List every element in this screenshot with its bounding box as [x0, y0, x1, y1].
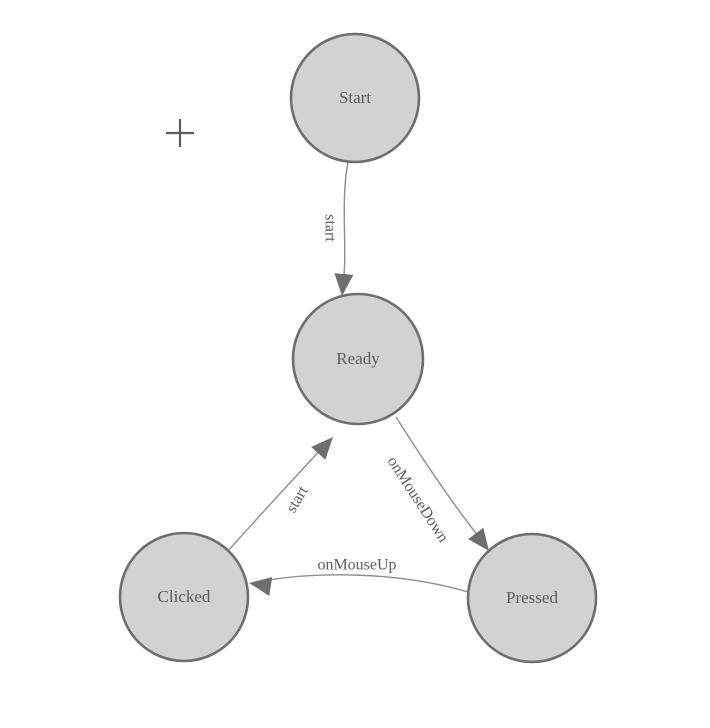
state-node-pressed[interactable]: Pressed: [466, 532, 598, 664]
edge-line: [342, 161, 349, 285]
node-label: Start: [339, 88, 371, 107]
node-label: Pressed: [506, 588, 558, 607]
arrowhead-icon: [249, 577, 273, 596]
edge-clicked-to-ready[interactable]: start: [226, 431, 340, 553]
arrowhead-icon: [334, 273, 354, 296]
arrowhead-icon: [311, 437, 333, 460]
edge-label: start: [283, 483, 312, 516]
edge-line: [226, 444, 326, 553]
edge-ready-to-pressed[interactable]: onMouseDown: [384, 416, 497, 557]
state-node-start[interactable]: Start: [289, 32, 421, 164]
edge-pressed-to-clicked[interactable]: onMouseUp: [248, 557, 469, 596]
arrowhead-icon: [468, 527, 489, 551]
node-circle[interactable]: [466, 532, 598, 664]
overlay-layer: [166, 119, 194, 147]
state-node-clicked[interactable]: Clicked: [118, 531, 250, 663]
node-label: Ready: [336, 349, 380, 368]
node-label: Clicked: [158, 587, 211, 606]
edge-label: start: [321, 214, 338, 242]
crosshair-marker: [166, 119, 194, 147]
edge-line: [261, 574, 469, 593]
edge-start-to-ready[interactable]: start: [321, 161, 354, 297]
edge-label: onMouseUp: [317, 557, 396, 574]
node-circle[interactable]: [291, 292, 425, 426]
edge-label: onMouseDown: [384, 454, 452, 546]
state-node-ready[interactable]: Ready: [291, 292, 425, 426]
edge-line: [395, 416, 483, 542]
node-circle[interactable]: [289, 32, 421, 164]
node-circle[interactable]: [118, 531, 250, 663]
